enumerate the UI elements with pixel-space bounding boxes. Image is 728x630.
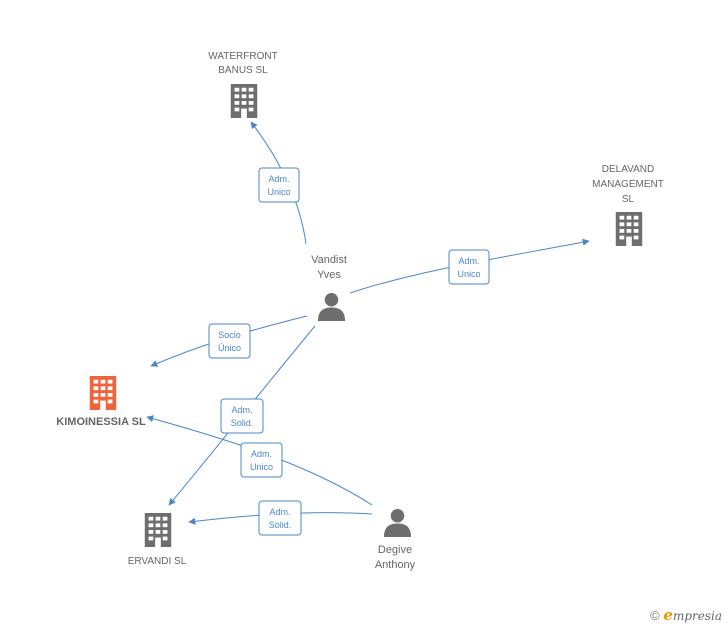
edge-label-line1: Adm. [269,507,290,517]
footer-brand: © empresia [650,606,722,624]
edges [146,121,590,525]
edge-label-line2: Único [218,343,241,353]
node-ervandi[interactable]: ERVANDI SL [128,513,187,567]
building-icon [89,376,117,410]
edge-label-line1: Adm. [251,449,272,459]
edge-label-box [258,167,300,203]
edge-label-e1[interactable]: Adm. Unico [258,167,300,203]
edge-label-line2: Solid. [269,520,292,530]
node-label-line1: WATERFRONT [208,51,277,62]
node-label-line2: MANAGEMENT [592,179,664,190]
person-icon [383,508,412,537]
brand-logo-e: e [663,606,673,624]
edge-label-box [258,500,302,536]
edge-label-e5[interactable]: Adm. Unico [240,442,283,478]
building-icon [615,212,643,246]
edge-label-line1: Adm. [231,405,252,415]
edge-label-line1: Adm. [268,174,289,184]
edge-label-line2: Unico [250,462,273,472]
node-label-line1: Vandist [311,254,347,266]
node-label-line1: ERVANDI SL [128,556,187,567]
edge-label-line2: Unico [267,187,290,197]
edge-label-line1: Socio [218,330,241,340]
edge-label-box [220,398,264,434]
node-vandist[interactable]: Vandist Yves [311,254,347,321]
node-label-line2: BANUS SL [218,65,268,76]
node-label-line1: KIMOINESSIA SL [56,416,146,428]
edge-label-line2: Solid. [231,418,254,428]
person-icon [317,292,346,321]
node-kimoinessia[interactable]: KIMOINESSIA SL [56,376,146,428]
node-waterfront[interactable]: WATERFRONT BANUS SL [208,51,278,118]
node-label-line1: DELAVAND [602,164,654,175]
brand-logo-text: mpresia [672,609,722,623]
edge-label-e3[interactable]: Socio Único [208,323,251,359]
edge-label-line2: Unico [457,269,480,279]
edge-label-line1: Adm. [458,256,479,266]
node-delavand[interactable]: DELAVAND MANAGEMENT SL [592,164,664,246]
node-label-line3: SL [622,194,635,205]
node-degive[interactable]: Degive Anthony [375,508,416,571]
node-label-line2: Yves [317,269,341,281]
edge-label-box [240,442,283,478]
edge-label-box [448,249,490,285]
building-icon [144,513,172,547]
copyright-icon: © [650,608,660,623]
brand-logo[interactable]: empresia [663,606,722,624]
edge-label-box [208,323,251,359]
node-label-line1: Degive [378,544,412,556]
building-icon [230,84,258,118]
edge-label-e4[interactable]: Adm. Solid. [220,398,264,434]
edge-label-e2[interactable]: Adm. Unico [448,249,490,285]
node-label-line2: Anthony [375,559,416,571]
edge-label-e6[interactable]: Adm. Solid. [258,500,302,536]
